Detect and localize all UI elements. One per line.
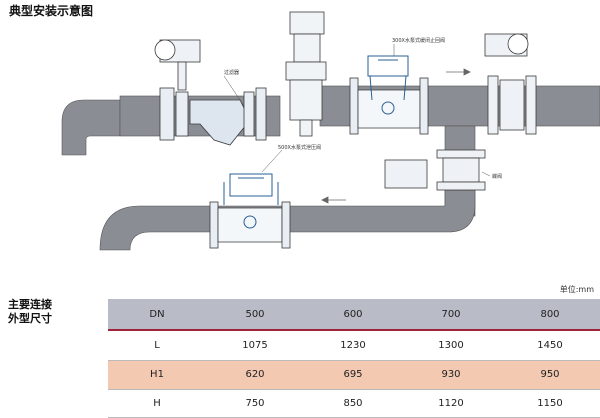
butterfly-valve-right	[484, 33, 537, 135]
flow-arrow-right	[446, 68, 471, 76]
label-butterfly-valve: 蝶阀	[492, 173, 502, 180]
butterfly-valve-branch	[384, 149, 486, 191]
label-pressure-relief-valve: 500X水泵式泄压阀	[278, 144, 321, 151]
table-title: 主要连接 外型尺寸	[8, 298, 52, 326]
pressure-relief-valve	[209, 173, 291, 249]
flow-arrow-left	[321, 196, 346, 204]
table-cell: 930	[441, 369, 461, 380]
unit-label: 单位:mm	[559, 285, 594, 294]
table-title-line2: 外型尺寸	[8, 312, 52, 325]
pipe-left-elbow	[61, 99, 121, 156]
table-cell: 750	[245, 398, 265, 409]
slow-close-check-valve	[349, 55, 429, 135]
table-row: H 750 850 1120 1150	[108, 389, 600, 418]
table-header-row: DN 500 600 700 800	[108, 299, 600, 329]
installation-diagram: 过滤器 300X水泵式缓闭止回阀 500X水泵式泄压阀 蝶阀	[61, 11, 600, 251]
table-row: L 1075 1230 1300 1450	[108, 331, 600, 360]
table-row: H1 620 695 930 950	[108, 360, 600, 389]
dimension-table: DN 500 600 700 800 L 1075 1230 1300 1450…	[108, 299, 600, 418]
header-value: 600	[343, 308, 363, 320]
header-label: DN	[149, 308, 165, 320]
label-filter: 过滤器	[224, 69, 239, 76]
row-label: L	[154, 340, 160, 351]
table-cell: 1075	[242, 340, 268, 351]
table-cell: 850	[343, 398, 363, 409]
table-cell: 1450	[537, 340, 563, 351]
table-title-line1: 主要连接	[8, 298, 52, 311]
header-accent-line	[108, 329, 600, 331]
table-cell: 1300	[438, 340, 464, 351]
header-value: 700	[441, 308, 461, 320]
filter	[159, 87, 267, 146]
row-label: H1	[150, 369, 164, 380]
pump	[285, 11, 327, 137]
table-cell: 1230	[340, 340, 366, 351]
table-cell: 1120	[438, 398, 464, 409]
table-cell: 620	[245, 369, 265, 380]
section-title: 典型安装示意图	[9, 4, 94, 18]
header-value: 500	[245, 308, 265, 320]
row-divider	[108, 360, 600, 361]
row-divider	[108, 389, 600, 390]
table-cell: 950	[540, 369, 560, 380]
table-cell: 695	[343, 369, 363, 380]
table-cell: 1150	[537, 398, 563, 409]
label-slow-close-check-valve: 300X水泵式缓闭止回阀	[392, 37, 445, 44]
butterfly-valve-left	[154, 39, 201, 91]
row-label: H	[153, 398, 161, 409]
header-value: 800	[540, 308, 560, 320]
